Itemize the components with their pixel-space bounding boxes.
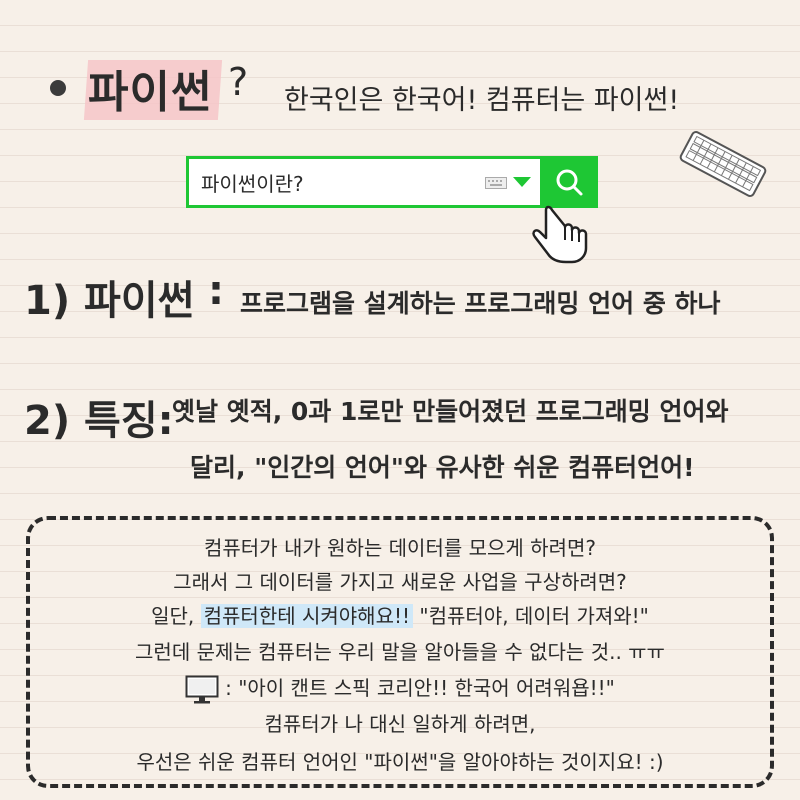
monitor-icon <box>185 675 219 703</box>
search-bar[interactable]: 파이썬이란? <box>186 156 598 208</box>
note-line-2: 그래서 그 데이터를 가지고 새로운 사업을 구상하려면? <box>173 570 627 594</box>
note-line-7: 우선은 쉬운 컴퓨터 언어인 "파이썬"을 알아야하는 것이지요! :) <box>136 750 664 774</box>
note-box <box>26 516 774 788</box>
note-line-5: : "아이 캔트 스픽 코리안!! 한국어 어려워욥!!" <box>0 672 800 705</box>
search-button[interactable] <box>540 156 598 208</box>
search-icon <box>556 169 583 196</box>
note-line-4: 그런데 문제는 컴퓨터는 우리 말을 알아들을 수 없다는 것.. ㅠㅠ <box>135 640 665 664</box>
section-2-text-line-1: 옛날 옛적, 0과 1로만 만들어졌던 프로그래밍 언어와 <box>172 397 729 426</box>
note-line-1: 컴퓨터가 내가 원하는 데이터를 모으게 하려면? <box>203 536 596 560</box>
page-subtitle: 한국인은 한국어! 컴퓨터는 파이썬! <box>284 85 680 116</box>
note-line-3-highlight: 컴퓨터한테 시켜야해요!! <box>200 604 414 628</box>
section-1-heading: 1) 파이썬 <box>24 278 195 324</box>
search-input[interactable]: 파이썬이란? <box>201 172 304 196</box>
keyboard-input-icon[interactable] <box>485 177 507 189</box>
note-line-6: 컴퓨터가 나 대신 일하게 하려면, <box>264 712 536 736</box>
section-2-text-line-2: 달리, "인간의 언어"와 유사한 쉬운 컴퓨터언어! <box>190 453 695 482</box>
note-line-5-text: : "아이 캔트 스픽 코리안!! 한국어 어려워욥!!" <box>225 676 615 700</box>
dropdown-arrow-icon[interactable] <box>513 177 531 187</box>
keyboard-icon <box>679 131 767 197</box>
section-1-definition: 프로그램을 설계하는 프로그래밍 언어 중 하나 <box>240 289 721 318</box>
note-line-3-suffix: "컴퓨터야, 데이터 가져와!" <box>413 604 649 628</box>
note-line-3-prefix: 일단, <box>151 604 201 628</box>
title-question-mark: ? <box>228 60 249 104</box>
bullet-dot <box>50 80 66 96</box>
page-title: 파이썬 <box>88 67 213 118</box>
section-2-heading: 2) 특징: <box>24 398 174 444</box>
note-line-3: 일단, 컴퓨터한테 시켜야해요!! "컴퓨터야, 데이터 가져와!" <box>0 600 800 629</box>
section-1-colon: : <box>208 268 224 314</box>
pointer-hand-icon <box>532 205 588 264</box>
